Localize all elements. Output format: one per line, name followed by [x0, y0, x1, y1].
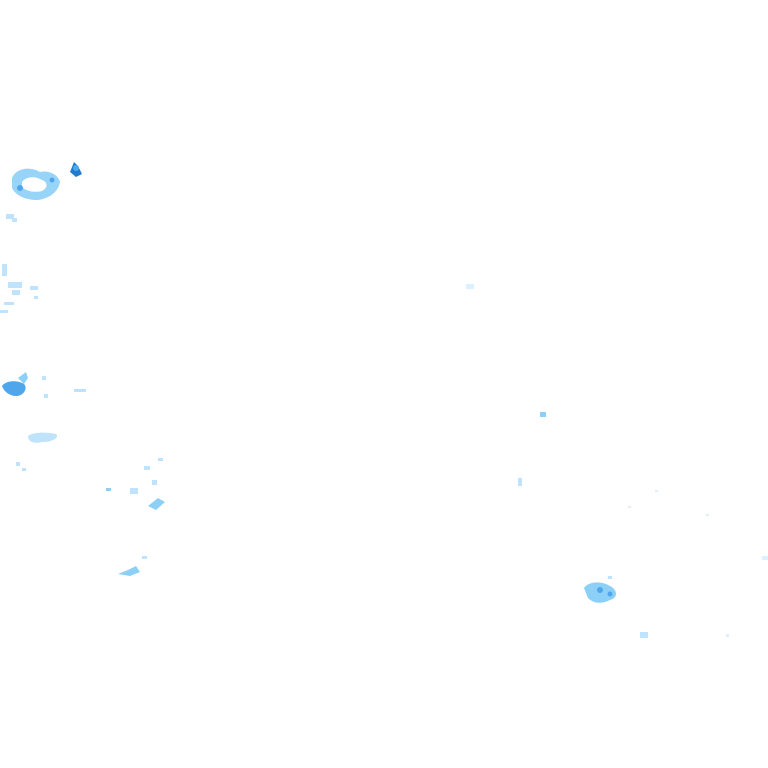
precip-cell-southeast [584, 576, 648, 638]
precip-cell-south-west [118, 556, 147, 576]
precip-specks-southwest [16, 432, 165, 510]
precip-specks-east [628, 490, 768, 637]
precip-cell-northwest [12, 168, 60, 200]
precip-cell-intense [70, 162, 82, 177]
precip-specks-west [0, 214, 38, 313]
precip-cell-west [2, 372, 86, 398]
precip-specks-center [466, 284, 546, 486]
